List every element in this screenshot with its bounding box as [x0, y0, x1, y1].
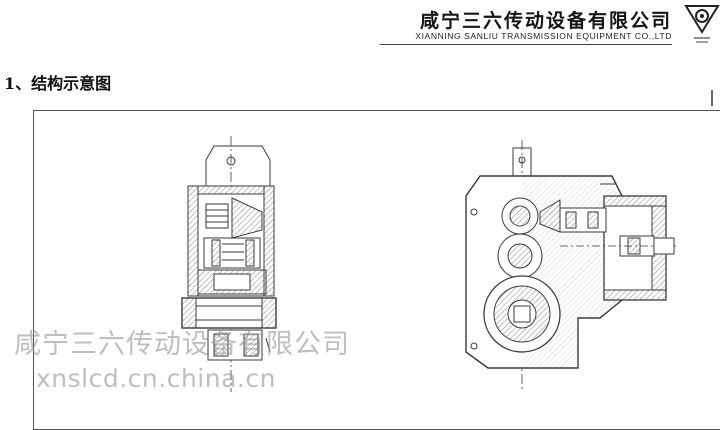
company-name-cn: 咸宁三六传动设备有限公司 — [419, 10, 672, 32]
margin-mark — [711, 90, 713, 106]
header-rule — [380, 44, 672, 45]
page-header: 咸宁三六传动设备有限公司 XIANNING SANLIU TRANSMISSIO… — [0, 0, 720, 56]
gearbox-front-section-drawing — [465, 140, 676, 390]
section-title: 1、结构示意图 — [4, 74, 112, 93]
watermark-company: 咸宁三六传动设备有限公司 — [14, 329, 350, 360]
watermark-url: xnslcd.cn.china.cn — [36, 364, 276, 393]
company-name-en: XIANNING SANLIU TRANSMISSION EQUIPMENT C… — [415, 31, 672, 41]
triangle-gear-logo-icon — [684, 5, 720, 43]
gearbox-side-section-drawing — [181, 136, 277, 392]
technical-drawing — [181, 136, 676, 392]
